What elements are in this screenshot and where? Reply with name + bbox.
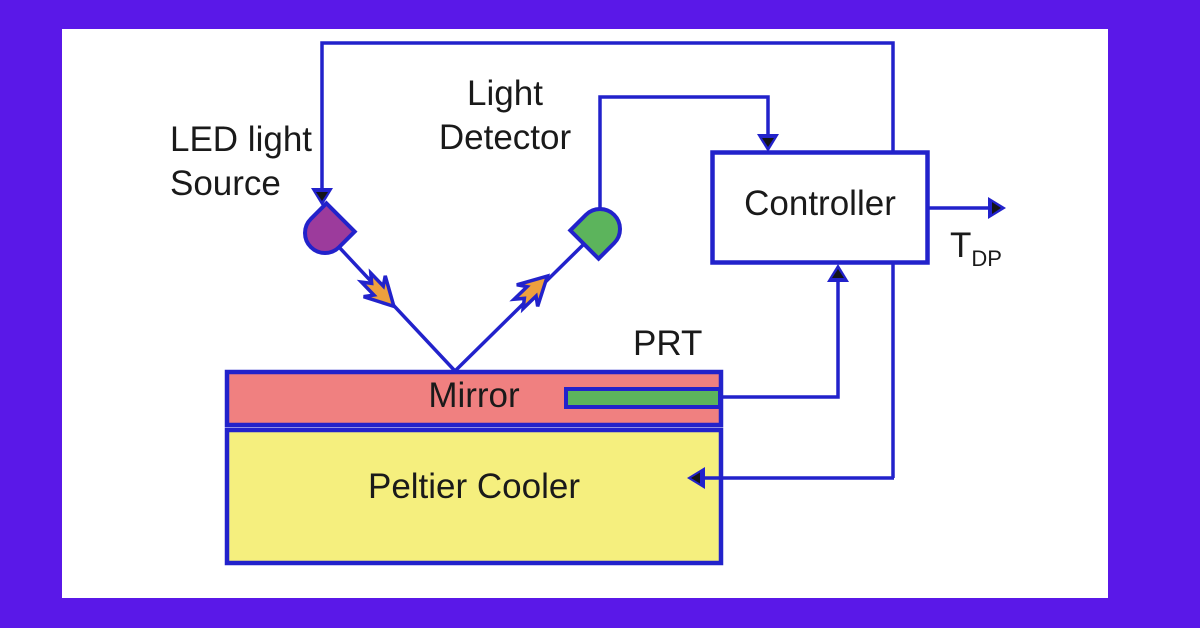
prt-to-controller-line <box>721 280 840 399</box>
cooler-arrowhead-core <box>691 472 700 484</box>
light-beam-path <box>336 240 588 374</box>
tdp-arrowhead-core <box>992 202 1001 214</box>
prt-label: PRT <box>633 324 703 363</box>
tdp-subscript: DP <box>971 246 1002 271</box>
led-source-label-line2: Source <box>170 164 281 203</box>
light-detector-label-line2: Detector <box>438 118 572 157</box>
light-detector-label-line1: Light <box>467 74 543 113</box>
controller-box <box>710 150 930 265</box>
controller-bottom-arrowhead-core <box>832 269 844 278</box>
detector-to-controller-line <box>598 95 770 212</box>
mirror-label: Mirror <box>428 376 520 415</box>
led-source-shape <box>303 200 358 255</box>
light-detector-label: Light Detector <box>400 72 610 160</box>
controller-label: Controller <box>744 184 896 223</box>
incident-beam-arrow <box>356 268 397 310</box>
light-detector-shape <box>567 207 622 262</box>
peltier-cooler-box <box>224 427 724 566</box>
prt-sensor-bar <box>564 387 722 409</box>
led-arrowhead-core <box>316 192 328 201</box>
tdp-output-label: TDP <box>950 224 1002 281</box>
tdp-symbol: T <box>950 226 972 265</box>
peltier-cooler-label: Peltier Cooler <box>367 467 581 506</box>
led-source-label-line1: LED light <box>170 120 313 159</box>
reflected-beam-arrow <box>509 273 551 314</box>
controller-top-arrowhead-core <box>762 138 774 147</box>
led-source-label: LED light Source <box>170 118 312 206</box>
